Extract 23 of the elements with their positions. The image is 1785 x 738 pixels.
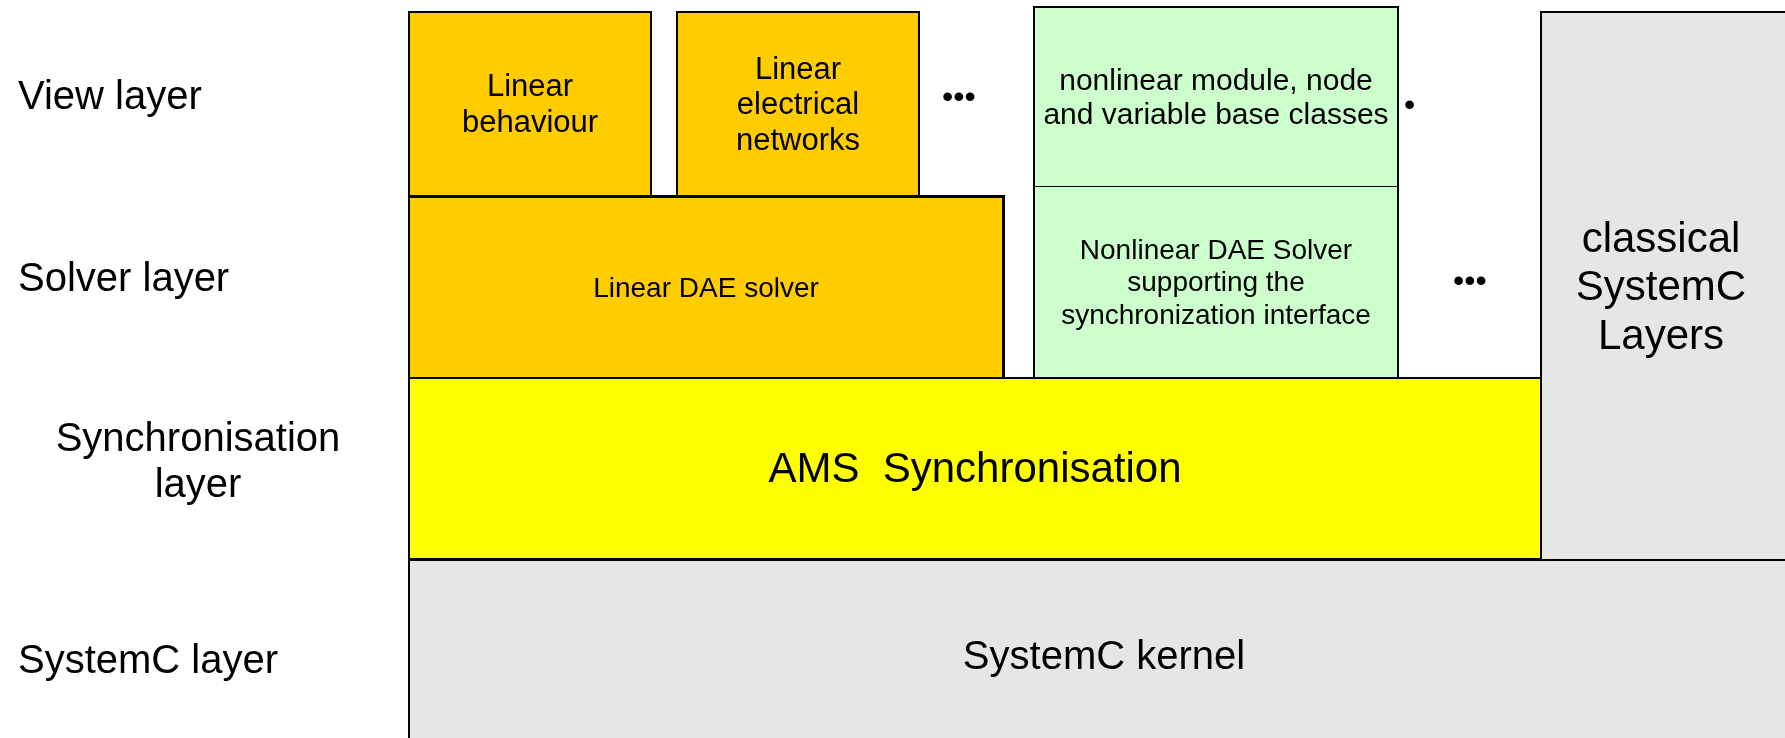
layer-box	[1540, 11, 1785, 560]
layer-label: Linear behaviour	[460, 68, 600, 140]
layer-name: Solver layer	[18, 254, 230, 300]
layer-box	[1033, 6, 1399, 188]
layer-label: SystemC kernel	[961, 632, 1247, 678]
layer-name: Synchronisation layer	[54, 414, 342, 506]
layer-name: SystemC layer	[18, 636, 279, 682]
layer-label: Linear electrical networks	[734, 50, 861, 158]
layer-box	[408, 377, 1542, 560]
layer-box	[408, 195, 1005, 378]
layer-box	[1033, 187, 1399, 378]
layer-box	[408, 11, 652, 195]
layer-label: classical SystemC Layers	[1574, 214, 1748, 359]
ellipsis-dots: •••	[942, 78, 976, 115]
ellipsis-dots: •	[1404, 86, 1416, 123]
layer-label: Linear DAE solver	[592, 271, 820, 305]
layer-box	[408, 559, 1785, 738]
layer-label: nonlinear module, node and variable base classes	[1042, 62, 1390, 132]
layer-name: View layer	[18, 72, 202, 118]
layer-label: Nonlinear DAE Solver supporting the synchronization interface	[1060, 234, 1372, 331]
layer-box	[676, 11, 920, 195]
layer-label: AMS Synchronisation	[767, 444, 1183, 493]
ellipsis-dots: •••	[1453, 262, 1487, 299]
